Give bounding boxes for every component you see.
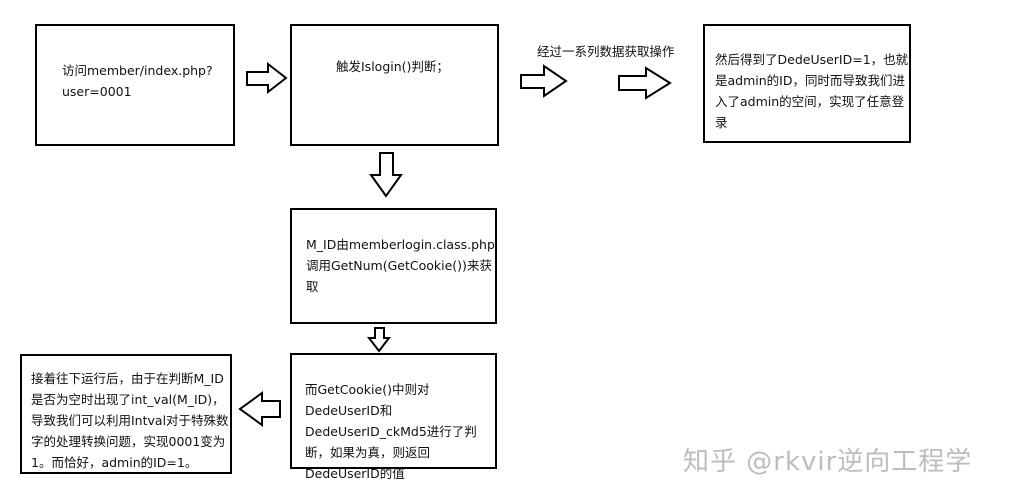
watermark-text: 知乎 @rkvir逆向工程学 <box>683 447 973 477</box>
step-mid-text: M_ID由memberlogin.class.php调用GetNum(GetCo… <box>306 237 495 294</box>
step-getcookie-box: 而GetCookie()中则对DedeUserID和DedeUserID_ckM… <box>290 353 497 481</box>
edge-label: 经过一系列数据获取操作 <box>537 44 675 59</box>
arrow-down-1 <box>369 152 403 198</box>
step-visit-box: 访问member/index.php? user=0001 <box>35 24 235 146</box>
arrow-down-2 <box>366 327 392 353</box>
arrow-right-1 <box>246 61 288 95</box>
step-visit-text: 访问member/index.php? user=0001 <box>62 63 213 99</box>
step-mid-box: M_ID由memberlogin.class.php调用GetNum(GetCo… <box>290 208 497 324</box>
step-getcookie-text: 而GetCookie()中则对DedeUserID和DedeUserID_ckM… <box>305 382 477 481</box>
step-result-text: 然后得到了DedeUserID=1，也就是admin的ID，同时而导致我们进入了… <box>715 52 909 130</box>
arrow-left-1 <box>238 391 281 427</box>
arrow-right-2 <box>520 64 568 98</box>
arrow-right-3 <box>618 66 672 100</box>
step-islogin-text: 触发Islogin()判断； <box>336 59 449 74</box>
step-intval-box: 接着往下运行后，由于在判断M_ID是否为空时出现了int_val(M_ID)，导… <box>20 354 232 474</box>
step-islogin-box: 触发Islogin()判断； <box>290 24 499 146</box>
step-result-box: 然后得到了DedeUserID=1，也就是admin的ID，同时而导致我们进入了… <box>703 24 911 143</box>
step-intval-text: 接着往下运行后，由于在判断M_ID是否为空时出现了int_val(M_ID)，导… <box>31 371 229 470</box>
